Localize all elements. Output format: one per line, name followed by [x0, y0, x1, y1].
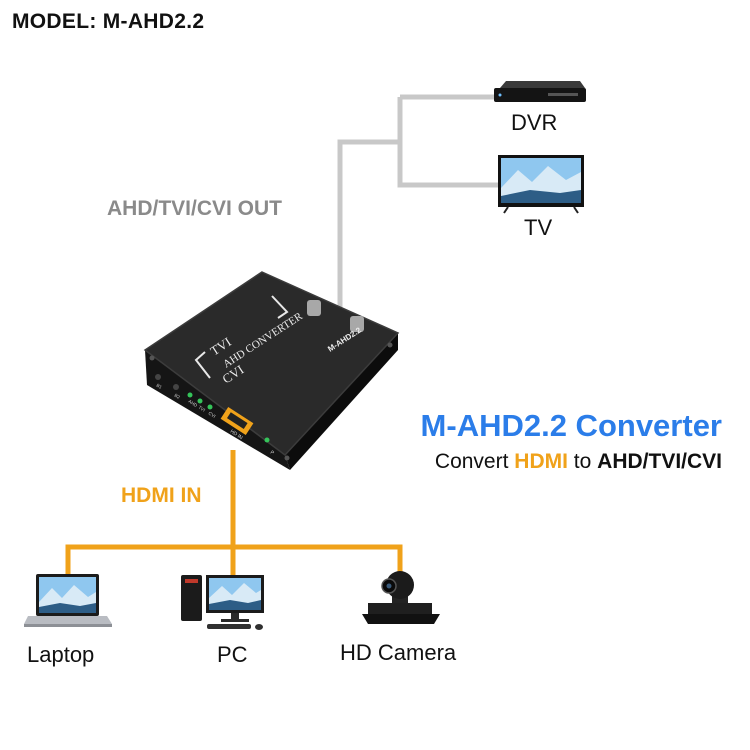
device-button-label-b2: B2: [173, 393, 181, 400]
led-power: [264, 437, 270, 443]
device-led-label-tvi: TVI: [197, 405, 206, 413]
output-cabling: [337, 94, 500, 310]
subtitle-formats: AHD/TVI/CVI: [597, 450, 722, 473]
laptop-icon: [24, 574, 112, 627]
converter-device: TVI AHD CONVERTER CVI M-AHD2.2 HD IN AHD…: [143, 271, 400, 470]
laptop-label: Laptop: [27, 642, 95, 667]
camera-label: HD Camera: [340, 640, 457, 665]
device-button-label-b1: B1: [155, 383, 163, 390]
led-cvi: [207, 404, 213, 410]
device-led-label-ahd: AHD: [187, 399, 198, 409]
tv-icon: [498, 155, 584, 214]
pc-label: PC: [217, 642, 248, 667]
device-power-label: P: [269, 450, 276, 457]
dvr-icon: [494, 81, 586, 102]
dvr-label: DVR: [511, 110, 558, 135]
pc-icon: [181, 575, 264, 630]
model-label: MODEL: M-AHD2.2: [12, 10, 205, 33]
led-tvi: [197, 398, 203, 404]
input-label: HDMI IN: [121, 484, 202, 507]
input-cabling: [65, 450, 403, 580]
subtitle-prefix: Convert: [434, 450, 509, 473]
camera-icon: [362, 571, 440, 624]
converter-subtitle: Convert HDMI to AHD/TVI/CVI: [435, 450, 722, 474]
led-ahd: [187, 392, 193, 398]
device-led-label-cvi: CVI: [207, 411, 216, 419]
output-label: AHD/TVI/CVI OUT: [107, 197, 283, 220]
tv-label: TV: [524, 215, 553, 240]
subtitle-middle: to: [573, 450, 592, 473]
converter-title: M-AHD2.2 Converter: [420, 408, 722, 443]
subtitle-highlight: HDMI: [514, 450, 568, 473]
